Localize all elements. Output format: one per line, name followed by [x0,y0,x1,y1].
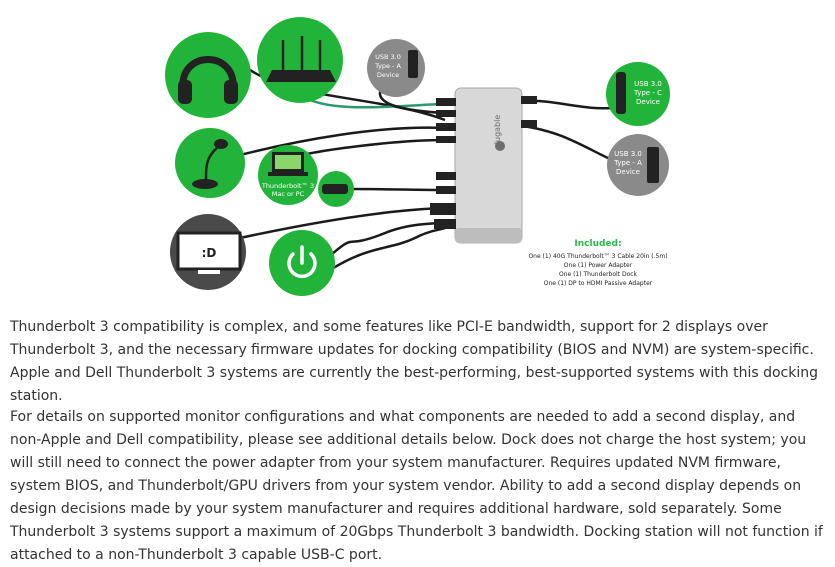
included-item-1: One (1) 40G Thunderbolt™ 3 Cable 20in (.… [528,253,667,260]
product-diagram: plugable [165,17,670,296]
usb-c-label-line1: USB 3.0 [634,80,662,88]
headphones-icon [179,56,237,89]
displayport-icon: :D [202,246,217,260]
dock-brand: plugable [493,115,502,150]
power-circle [269,230,335,296]
thunderbolt-dock: plugable [430,87,537,244]
power-icon [287,245,317,279]
usb-c-plug-circle [318,171,354,207]
laptop-circle: Thunderbolt™ 3 Mac or PC [258,145,318,205]
included-item-2: One (1) Power Adapter [564,262,633,269]
usb-a-top-label-line1: USB 3.0 [375,53,401,61]
thunderbolt-logo-icon [495,141,505,151]
microphone-circle [175,128,245,198]
description-paragraph-1: Thunderbolt 3 compatibility is complex, … [10,319,819,404]
usb-a-right-plug-icon [647,147,659,183]
laptop-icon [268,152,308,176]
usb-a-top-label-line3: Device [377,71,399,79]
usb-c-label-line2: Type - C [633,89,662,97]
usb-a-right-label-line2: Type - A [613,159,642,167]
included-item-4: One (1) DP to HDMI Passive Adapter [544,280,653,287]
usb-a-right-label-line3: Device [616,168,640,176]
dock-port-plugs [430,96,537,229]
usb-c-label-line3: Device [636,98,660,106]
usb-a-plug-icon [408,50,418,78]
usb-a-right-label-line1: USB 3.0 [614,150,642,158]
description-paragraph-2: For details on supported monitor configu… [10,409,823,563]
laptop-label-line2: Mac or PC [272,190,305,198]
usb-c-plug-icon [322,184,348,194]
included-heading: Included: [574,239,621,249]
usb-a-top-label-line2: Type - A [374,62,401,70]
included-item-3: One (1) Thunderbolt Dock [559,271,638,278]
monitor-icon: :D [176,231,242,274]
usb-c-device-circle: USB 3.0 Type - C Device [606,62,670,126]
laptop-label-line1: Thunderbolt™ 3 [261,182,314,190]
microphone-icon [192,139,228,189]
monitor-circle: :D [170,214,246,290]
usb-a-right-circle: USB 3.0 Type - A Device [607,134,669,196]
router-circle [257,17,343,103]
usb-c-cable-icon [616,72,626,114]
usb-a-top-circle: USB 3.0 Type - A Device [367,39,425,97]
router-icon [266,36,336,82]
headphones-circle [165,32,251,118]
included-list: Included: One (1) 40G Thunderbolt™ 3 Cab… [528,239,667,287]
